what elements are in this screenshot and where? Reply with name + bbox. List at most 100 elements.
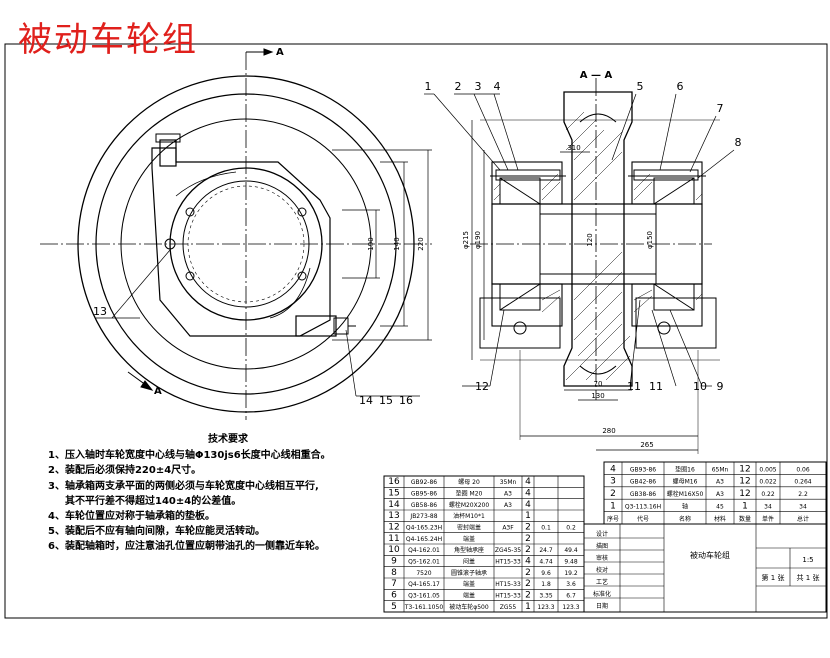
section-label: A bbox=[154, 386, 162, 397]
bom-cell: 12 bbox=[739, 489, 750, 499]
part-callout: 8 bbox=[735, 136, 742, 149]
bom-cell: 3.6 bbox=[566, 581, 576, 588]
part-callout: 11 bbox=[649, 380, 663, 393]
bom-cell: Q4-162.01 bbox=[408, 547, 440, 554]
bom-cell: 螺栓M16X50 bbox=[667, 490, 704, 498]
part-callout: 2 bbox=[455, 80, 462, 93]
section-label: A bbox=[276, 47, 284, 58]
dimension-label: 190 bbox=[367, 237, 375, 250]
dimension-label: φ215 bbox=[462, 231, 470, 249]
bom-cell: A3 bbox=[504, 490, 512, 497]
dimension-label: 220 bbox=[417, 237, 425, 250]
bom-cell: 8 bbox=[391, 568, 397, 578]
scale-value: 1:5 bbox=[802, 556, 813, 564]
part-callout: 15 bbox=[379, 394, 393, 407]
bom-cell: 3.35 bbox=[539, 592, 553, 599]
title-block-row: 描图 bbox=[596, 542, 608, 550]
note-line: 4、车轮位置应对称于轴承箱的垫板。 bbox=[48, 511, 215, 523]
bom-cell: 123.3 bbox=[537, 604, 554, 611]
bom-cell: A3 bbox=[504, 502, 512, 509]
bom-cell: 6.7 bbox=[566, 592, 576, 599]
bom-cell: 7520 bbox=[416, 570, 431, 577]
title-block-row: 日期 bbox=[596, 602, 608, 610]
part-callout: 14 bbox=[359, 394, 373, 407]
bom-cell: 4 bbox=[525, 500, 531, 510]
bom-cell: 1.8 bbox=[541, 581, 551, 588]
bom-cell: Q4-165.17 bbox=[408, 581, 440, 588]
note-line: 2、装配后必须保持220±4尺寸。 bbox=[48, 465, 202, 477]
bom-cell: HT15-33 bbox=[495, 581, 521, 588]
bom-cell: 2 bbox=[525, 522, 531, 532]
bom-cell: 35Mn bbox=[500, 479, 517, 486]
dimension-label: 130 bbox=[591, 392, 604, 400]
bom-cell: 端盖 bbox=[463, 580, 475, 588]
bom-cell: 34 bbox=[799, 504, 807, 511]
bom-cell: 螺母 20 bbox=[458, 478, 480, 486]
bom-cell: 15 bbox=[388, 488, 399, 498]
bom-cell: 9 bbox=[391, 556, 397, 566]
part-callout: 10 bbox=[693, 380, 707, 393]
bom-cell: 垫圈16 bbox=[675, 465, 695, 473]
bom-cell: 圆锥滚子轴承 bbox=[451, 569, 487, 577]
note-line: 6、装配轴箱时，应注意油孔位置应朝带油孔的一侧靠近车轮。 bbox=[48, 541, 325, 553]
bom-cell: 1 bbox=[742, 502, 748, 512]
dimension-label: 265 bbox=[640, 441, 653, 449]
bom-cell: 2 bbox=[525, 568, 531, 578]
bom-cell: 1 bbox=[610, 502, 616, 512]
bom-cell: 123.3 bbox=[562, 604, 579, 611]
bom-cell: GB42-86 bbox=[630, 479, 656, 486]
bom-cell: 4 bbox=[525, 556, 531, 566]
bom-cell: 65Mn bbox=[712, 466, 729, 473]
bom-cell: 1 bbox=[525, 511, 531, 521]
bom-cell: A3 bbox=[716, 491, 724, 498]
bom-cell: GB38-86 bbox=[630, 491, 656, 498]
bom-cell: 0.06 bbox=[796, 466, 810, 473]
bom-cell: 垫圈 M20 bbox=[456, 489, 483, 497]
bom-cell: 12 bbox=[739, 477, 750, 487]
bom-cell: 2 bbox=[525, 545, 531, 555]
part-callout: 5 bbox=[637, 80, 644, 93]
bom-header-cell: 单件 bbox=[762, 515, 774, 523]
bom-cell: 0.2 bbox=[566, 524, 576, 531]
bom-cell: ZG45-35 bbox=[495, 547, 521, 554]
drawing-frame bbox=[4, 43, 828, 619]
title-block-row: 校对 bbox=[596, 566, 608, 574]
title-block-row: 设计 bbox=[596, 530, 608, 538]
notes-list: 1、压入轴时车轮宽度中心线与轴Φ130js6长度中心线相重合。 2、装配后必须保持… bbox=[48, 448, 378, 554]
bom-cell: Q4-165.24H bbox=[406, 536, 442, 543]
bom-cell: 9.6 bbox=[541, 570, 551, 577]
bom-cell: 5 bbox=[391, 602, 397, 612]
bom-header-cell: 总计 bbox=[797, 515, 809, 523]
bom-cell: Q5-162.01 bbox=[408, 558, 440, 565]
title-block-row: 标准化 bbox=[593, 590, 611, 598]
bom-cell: T3-161.1050 bbox=[404, 604, 443, 611]
bom-cell: 2.2 bbox=[798, 491, 808, 498]
bom-cell: ZG55 bbox=[500, 604, 517, 611]
bom-cell: 0.22 bbox=[761, 491, 775, 498]
bom-cell: 13 bbox=[388, 511, 399, 521]
bom-header-cell: 名称 bbox=[679, 515, 691, 523]
bom-cell: 10 bbox=[388, 545, 400, 555]
bom-cell: 49.4 bbox=[564, 547, 578, 554]
note-line: 1、压入轴时车轮宽度中心线与轴Φ130js6长度中心线相重合。 bbox=[48, 450, 331, 462]
bom-cell: 螺母M16 bbox=[673, 478, 698, 486]
bom-cell: 16 bbox=[388, 477, 400, 487]
note-line: 其不平行差不得超过140±4的公差值。 bbox=[65, 495, 242, 507]
bom-header-cell: 数量 bbox=[739, 515, 751, 523]
bom-cell: A3 bbox=[716, 479, 724, 486]
bom-cell: 0.264 bbox=[794, 479, 811, 486]
part-callout: 12 bbox=[475, 380, 489, 393]
bom-cell: 19.2 bbox=[564, 570, 578, 577]
bom-cell: 0.022 bbox=[759, 479, 776, 486]
part-callout: 11 bbox=[627, 380, 641, 393]
bom-cell: 14 bbox=[388, 500, 400, 510]
bom-cell: 34 bbox=[764, 504, 772, 511]
sheet-count: 共 1 张 bbox=[797, 573, 820, 582]
bom-header-cell: 代号 bbox=[637, 515, 649, 523]
note-line: 5、装配后不应有轴向间隙，车轮应能灵活转动。 bbox=[48, 526, 265, 538]
dimension-label: φ190 bbox=[474, 231, 482, 249]
dimension-label: 70 bbox=[594, 380, 603, 388]
dimension-label: φ150 bbox=[646, 231, 654, 249]
bom-cell: 0.1 bbox=[541, 524, 551, 531]
